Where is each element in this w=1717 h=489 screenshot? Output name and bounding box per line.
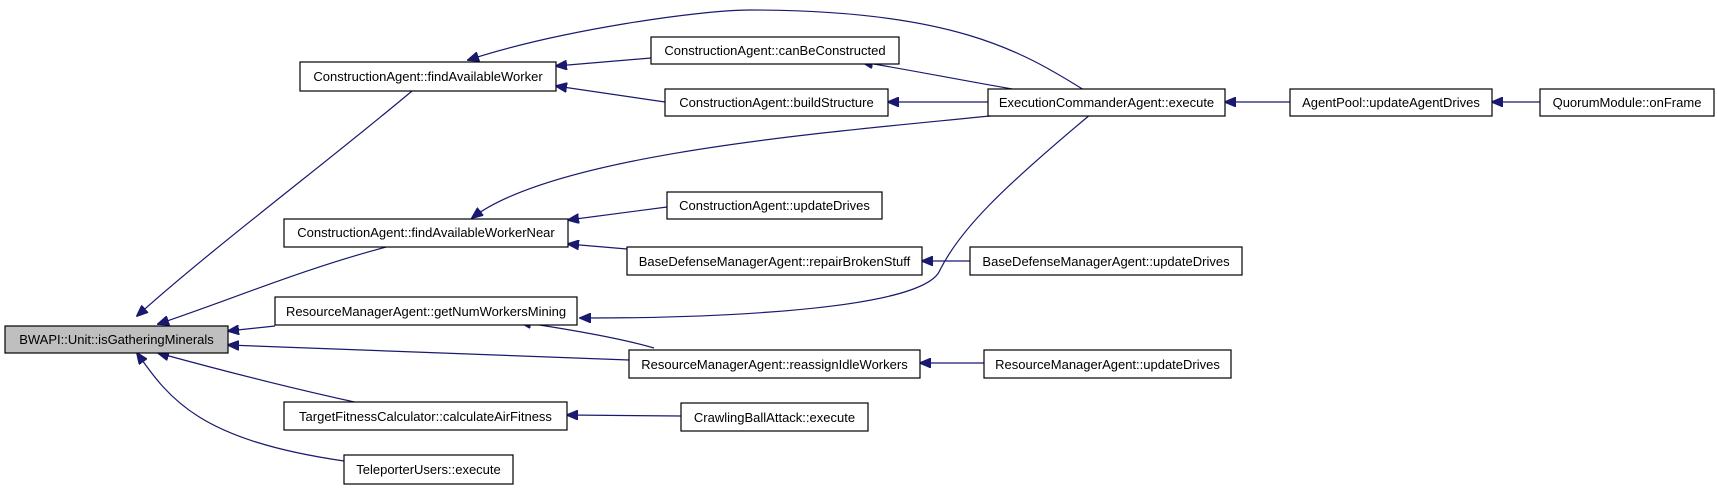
- node-box: [283, 218, 569, 248]
- node-box: [1289, 88, 1493, 117]
- edge-tfc_air-to-is_gathering: [158, 353, 360, 404]
- node-crawling-ball-attack-execute[interactable]: CrawlingBallAttack::execute: [680, 402, 869, 432]
- node-box: [987, 88, 1226, 117]
- node-build-structure[interactable]: ConstructionAgent::buildStructure: [664, 88, 889, 117]
- node-box: [1539, 88, 1715, 117]
- node-agentpool-update-drives[interactable]: AgentPool::updateAgentDrives: [1289, 88, 1493, 117]
- node-label: ConstructionAgent::buildStructure: [679, 95, 873, 110]
- node-box: [983, 349, 1232, 379]
- edge-construction_update-to-find_worker_near: [568, 206, 668, 220]
- node-label: ConstructionAgent::canBeConstructed: [664, 43, 885, 58]
- node-box: [650, 36, 900, 65]
- node-label: CrawlingBallAttack::execute: [694, 410, 855, 425]
- node-label: ExecutionCommanderAgent::execute: [999, 95, 1214, 110]
- node-box: [283, 401, 568, 431]
- node-box: [343, 454, 514, 485]
- node-box: [664, 88, 889, 117]
- node-label: TeleporterUsers::execute: [356, 462, 501, 477]
- node-teleporter-users-execute[interactable]: TeleporterUsers::execute: [343, 454, 514, 485]
- edge-rm_getnum-to-is_gathering: [228, 326, 276, 331]
- node-find-available-worker[interactable]: ConstructionAgent::findAvailableWorker: [299, 61, 557, 92]
- node-is-gathering-minerals[interactable]: BWAPI::Unit::isGatheringMinerals: [4, 325, 229, 354]
- edge-exec_commander-to-find_worker: [468, 9, 1085, 91]
- edge-exec_commander-to-can_be_constructed: [862, 62, 1019, 91]
- edge-repair_broken-to-find_worker_near: [568, 244, 628, 249]
- node-reassign-idle-workers[interactable]: ResourceManagerAgent::reassignIdleWorker…: [628, 349, 921, 379]
- node-label: QuorumModule::onFrame: [1553, 95, 1702, 110]
- node-label: ConstructionAgent::findAvailableWorker: [313, 69, 543, 84]
- nodes-layer: BWAPI::Unit::isGatheringMinerals Constru…: [4, 36, 1715, 485]
- node-execution-commander-execute[interactable]: ExecutionCommanderAgent::execute: [987, 88, 1226, 117]
- node-get-num-workers-mining[interactable]: ResourceManagerAgent::getNumWorkersMinin…: [274, 296, 578, 326]
- node-resource-manager-update-drives[interactable]: ResourceManagerAgent::updateDrives: [983, 349, 1232, 379]
- node-label: TargetFitnessCalculator::calculateAirFit…: [299, 409, 552, 424]
- node-label: ConstructionAgent::findAvailableWorkerNe…: [297, 225, 555, 240]
- edge-exec_commander-to-rm_getnum: [580, 113, 1092, 318]
- node-label: ResourceManagerAgent::getNumWorkersMinin…: [286, 304, 566, 319]
- node-box: [299, 61, 557, 92]
- node-label: ConstructionAgent::updateDrives: [679, 198, 870, 213]
- edge-find_worker-to-is_gathering: [137, 90, 413, 316]
- node-box: [628, 349, 921, 379]
- node-repair-broken-stuff[interactable]: BaseDefenseManagerAgent::repairBrokenStu…: [626, 246, 923, 276]
- node-box: [969, 246, 1243, 276]
- node-box: [274, 296, 578, 326]
- edge-teleporter_exec-to-is_gathering: [137, 353, 345, 462]
- node-construction-update-drives[interactable]: ConstructionAgent::updateDrives: [666, 191, 883, 220]
- edge-can_be_constructed-to-find_worker: [556, 57, 652, 66]
- node-label: BWAPI::Unit::isGatheringMinerals: [19, 332, 214, 347]
- edge-exec_commander-to-find_worker_near: [472, 113, 1010, 218]
- node-box: [666, 191, 883, 220]
- node-find-available-worker-near[interactable]: ConstructionAgent::findAvailableWorkerNe…: [283, 218, 569, 248]
- node-box: [4, 325, 229, 354]
- node-box: [626, 246, 923, 276]
- edge-crawling_exec-to-tfc_air: [567, 415, 682, 416]
- edge-build_structure-to-find_worker: [556, 86, 666, 103]
- edge-find_worker_near-to-is_gathering: [158, 246, 387, 324]
- node-label: BaseDefenseManagerAgent::updateDrives: [982, 254, 1230, 269]
- node-label: BaseDefenseManagerAgent::repairBrokenStu…: [639, 254, 911, 269]
- node-calculate-air-fitness[interactable]: TargetFitnessCalculator::calculateAirFit…: [283, 401, 568, 431]
- node-label: ResourceManagerAgent::reassignIdleWorker…: [641, 357, 908, 372]
- node-label: ResourceManagerAgent::updateDrives: [995, 357, 1220, 372]
- node-box: [680, 402, 869, 432]
- node-can-be-constructed[interactable]: ConstructionAgent::canBeConstructed: [650, 36, 900, 65]
- node-basedefense-update-drives[interactable]: BaseDefenseManagerAgent::updateDrives: [969, 246, 1243, 276]
- edge-rm_reassign-to-is_gathering: [228, 345, 630, 361]
- node-quorum-onframe[interactable]: QuorumModule::onFrame: [1539, 88, 1715, 117]
- node-label: AgentPool::updateAgentDrives: [1302, 95, 1480, 110]
